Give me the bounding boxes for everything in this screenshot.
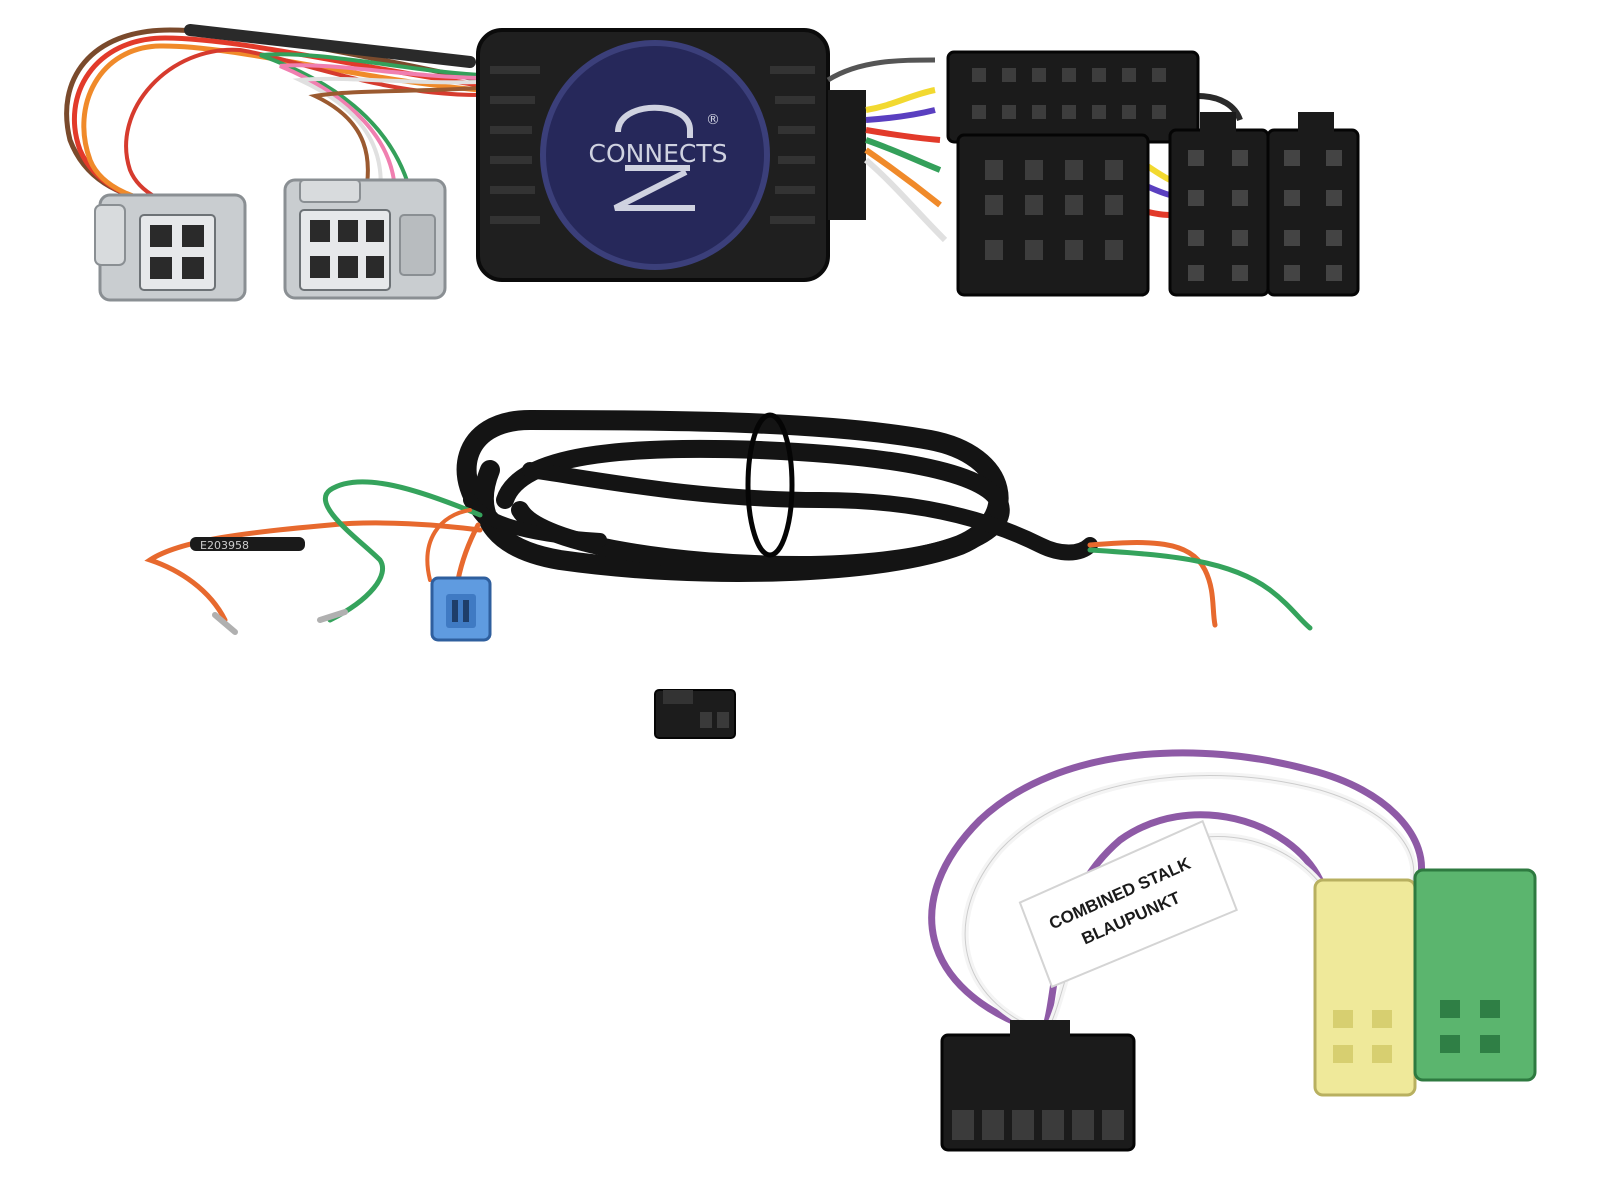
patch-right-wires bbox=[1087, 540, 1313, 631]
black-12-pin-connector bbox=[940, 1020, 1136, 1152]
grey-connector-large bbox=[283, 178, 447, 300]
interface-harness: CONNECTS ® bbox=[64, 24, 1360, 302]
black-sleeve-coil bbox=[456, 409, 1098, 582]
heat-shrink-sleeve bbox=[190, 537, 305, 551]
brand-text: CONNECTS bbox=[589, 139, 728, 168]
iso-male-connector-right bbox=[1266, 112, 1360, 297]
sleeve-print: E203958 bbox=[200, 539, 249, 552]
iso-female-connector bbox=[946, 50, 1200, 297]
blaupunkt-lead: COMBINED STALK BLAUPUNKT bbox=[928, 749, 1537, 1152]
zip-tie bbox=[745, 412, 795, 558]
green-mini-iso bbox=[1413, 868, 1537, 1082]
interface-input-wires bbox=[64, 24, 483, 212]
interface-module: CONNECTS ® bbox=[476, 28, 830, 282]
yellow-mini-iso bbox=[1313, 878, 1417, 1097]
patch-lead: E203958 bbox=[144, 409, 1313, 739]
logo-disc bbox=[543, 43, 767, 267]
connects2-logo: CONNECTS ® bbox=[589, 104, 728, 211]
grey-connector-small bbox=[94, 193, 247, 302]
black-jumper-plug bbox=[654, 689, 736, 739]
registered-mark: ® bbox=[706, 112, 720, 128]
blue-connector bbox=[430, 576, 492, 642]
stalk-label: COMBINED STALK BLAUPUNKT bbox=[1018, 819, 1238, 989]
iso-male-connector-left bbox=[1168, 112, 1270, 297]
patch-left-wires: E203958 bbox=[144, 479, 483, 635]
